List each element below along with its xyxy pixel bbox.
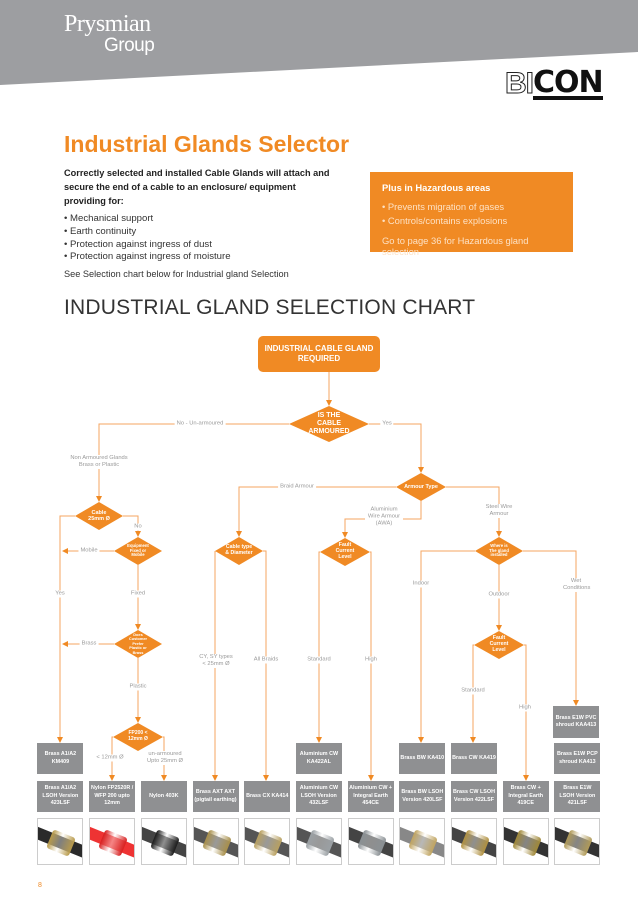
label-no: No — [132, 523, 144, 531]
page-title: Industrial Glands Selector — [64, 131, 350, 157]
hazard-heading: Plus in Hazardous areas — [382, 182, 491, 193]
product-box: Brass CW + Integral Earth 419CE — [502, 781, 549, 812]
start-box: INDUSTRIAL CABLE GLAND REQUIRED — [258, 336, 380, 372]
label-outdoor: Outdoor — [486, 591, 512, 599]
product-box: Aluminium CW KA422AL — [295, 743, 342, 774]
page-number: 8 — [38, 882, 42, 889]
product-photo — [502, 818, 549, 865]
label-wet-conditions: Wet Conditions — [561, 578, 591, 592]
benefit-list: • Mechanical support • Earth continuity … — [64, 213, 339, 264]
label-mobile: Mobile — [78, 547, 100, 555]
decision-fault-current-1: Fault Current Level — [320, 538, 370, 566]
label-high: High — [517, 704, 533, 712]
list-item: • Mechanical support — [64, 213, 154, 224]
product-photo — [89, 818, 136, 865]
product-box: Brass AXT AXT (pigtail earthing) — [192, 781, 239, 812]
decision-cable-25mm: Cable 25mm Ø — [75, 502, 123, 530]
product-box: Brass E1W PCP shroud KA413 — [554, 743, 601, 774]
list-item: • Protection against ingress of dust — [64, 238, 212, 250]
label-standard: Standard — [305, 656, 333, 664]
prysmian-logo-sub: Group — [104, 35, 155, 56]
label-unarmoured-25mm: un-armoured Upto 25mm Ø — [143, 751, 187, 765]
label-yes: Yes — [380, 420, 394, 428]
decision-armoured: IS THE CABLE ARMOURED — [289, 406, 369, 442]
product-photo — [399, 818, 446, 865]
label-plastic: Plastic — [127, 683, 149, 691]
label-awa: Aluminium Wire Armour (AWA) — [365, 506, 403, 528]
hazard-box: Plus in Hazardous areas • Prevents migra… — [370, 172, 573, 257]
product-photo — [140, 818, 187, 865]
decision-equipment: Equipment Fixed or Mobile — [114, 537, 162, 565]
chart-title: INDUSTRIAL GLAND SELECTION CHART — [64, 296, 476, 319]
intro-text: Correctly selected and installed Cable G… — [64, 168, 330, 206]
label-all-braids: All Braids — [251, 656, 281, 664]
label-brass: Brass — [79, 640, 99, 648]
label-yes: Yes — [53, 590, 67, 598]
decision-fp200: FP200 < 12mm Ø — [113, 723, 163, 751]
product-box: Brass CW KA419 — [451, 743, 497, 774]
list-item: • Prevents migration of gases — [382, 201, 505, 212]
list-item: • Controls/contains explosions — [382, 215, 508, 226]
hazard-link-text: Go to page 36 for Hazardous gland select… — [382, 235, 529, 257]
decision-fault-current-2: Fault Current Level — [474, 631, 524, 659]
prysmian-logo-block: Prysmian Group — [64, 11, 155, 56]
label-braid-armour: Braid Armour — [278, 483, 316, 491]
header-band — [0, 0, 638, 85]
label-cy-sy: CY, SY types < 25mm Ø — [197, 654, 235, 668]
label-swa: Steel Wire Armour — [481, 504, 517, 518]
decision-where-installed: Where is The gland installed — [475, 537, 523, 565]
product-photo — [37, 818, 84, 865]
product-box: Aluminium CW + Integral Earth 454CE — [347, 781, 394, 812]
product-box: Brass BW LSOH Version 420LSF — [399, 781, 446, 812]
product-photo — [192, 818, 239, 865]
product-photo — [347, 818, 394, 865]
product-box: Brass CW LSOH Version 422LSF — [451, 781, 497, 812]
product-box: Nylon FP2520R / WFP 200 upto 12mm — [89, 781, 136, 812]
label-lt12mm: < 12mm Ø — [94, 754, 126, 762]
prysmian-logo: Prysmian — [64, 11, 151, 37]
product-box: Brass E1W LSOH Version 421LSF — [554, 781, 601, 812]
product-box: Aluminium CW LSOH Version 432LSF — [295, 781, 342, 812]
product-box: Brass A1/A2 KM409 — [37, 743, 84, 774]
product-box: Brass E1W PVC shroud KAA413 — [553, 706, 599, 738]
product-box: Brass CX KA414 — [244, 781, 291, 812]
label-high: High — [363, 656, 379, 664]
label-no-unarmoured: No - Un-armoured — [174, 420, 226, 428]
label-non-armoured: Non Armoured Glands Brass or Plastic — [68, 455, 130, 469]
decision-armour-type: Armour Type — [396, 473, 446, 501]
label-fixed: Fixed — [128, 590, 148, 598]
label-indoor: Indoor — [410, 580, 432, 588]
product-box: Nylon 403K — [140, 781, 187, 812]
product-box: Brass A1/A2 LSOH Version 423LSF — [37, 781, 84, 812]
see-chart-text: See Selection chart below for Industrial… — [64, 269, 289, 280]
product-box: Brass BW KA410 — [399, 743, 446, 774]
product-photo — [451, 818, 497, 865]
label-standard: Standard — [459, 687, 487, 695]
decision-cable-type: Cable type & Diameter — [215, 537, 263, 565]
list-item: • Protection against ingress of moisture — [64, 251, 231, 263]
product-photo — [295, 818, 342, 865]
list-item: • Earth continuity — [64, 225, 137, 237]
intro-column: Correctly selected and installed Cable G… — [64, 166, 339, 280]
product-photo — [554, 818, 601, 865]
product-photo — [244, 818, 291, 865]
decision-customer-preference: Does Customer Prefer Plastic or Brass — [114, 630, 162, 658]
